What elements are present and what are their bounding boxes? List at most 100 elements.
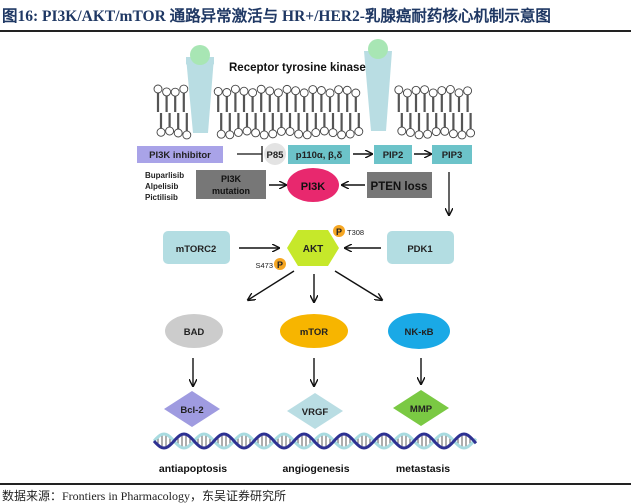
lipid-head xyxy=(308,85,318,94)
pip3-box xyxy=(432,145,472,164)
p110-label: p110α, β,δ xyxy=(296,150,343,161)
pdk1-box xyxy=(387,231,454,264)
p85-label: P85 xyxy=(267,150,285,161)
lipid-head xyxy=(311,128,321,138)
lipid-head xyxy=(351,88,361,98)
lipid-head xyxy=(457,130,467,140)
nfkb-ellipse xyxy=(388,313,450,349)
lipid-head xyxy=(405,128,415,137)
lipid-head xyxy=(162,87,172,97)
lipid-head xyxy=(268,129,278,139)
lipid-head xyxy=(414,130,424,140)
drug-alpelisib: Alpelisib xyxy=(145,182,178,191)
lipid-head xyxy=(239,86,249,96)
cell-membrane xyxy=(153,84,476,140)
figure-title: 图16: PI3K/AKT/mTOR 通路异常激活与 HR+/HER2-乳腺癌耐… xyxy=(2,8,551,25)
lipid-head xyxy=(291,86,301,96)
dna-strand-dark xyxy=(152,432,478,450)
dna-helix xyxy=(152,432,478,450)
outcome-antiapoptosis: antiapoptosis xyxy=(159,463,227,475)
lipid-head xyxy=(273,88,283,98)
lipid-head xyxy=(276,126,286,136)
lipid-head xyxy=(222,88,232,97)
lipid-head xyxy=(156,127,166,137)
lipid-head xyxy=(233,127,243,137)
lipid-head xyxy=(256,84,266,94)
pip2-box xyxy=(374,145,412,164)
lipid-head xyxy=(397,126,407,136)
mmp-diamond xyxy=(393,390,449,426)
nfkb-label: NK-κB xyxy=(404,327,433,338)
bottom-divider xyxy=(0,483,631,485)
receptor-right xyxy=(364,39,392,131)
bad-ellipse xyxy=(165,314,223,348)
lipid-head xyxy=(463,86,473,96)
lipid-head xyxy=(294,129,304,139)
phospho-s473-circle xyxy=(274,258,286,270)
mtor-label: mTOR xyxy=(300,327,328,338)
lipid-head xyxy=(423,129,433,139)
bcl2-label: Bcl-2 xyxy=(180,405,203,416)
lipid-head xyxy=(328,128,338,138)
receptor-label: Receptor tyrosine kinase xyxy=(229,62,366,74)
lipid-head xyxy=(225,130,235,140)
lipid-head xyxy=(153,84,163,94)
lipid-head xyxy=(182,130,192,140)
phospho-t308-p: P xyxy=(336,227,342,237)
drug-buparlisib: Buparlisib xyxy=(145,171,184,180)
lipid-head xyxy=(242,126,252,136)
pip3-label: PIP3 xyxy=(442,150,463,161)
lipid-head xyxy=(466,128,476,138)
t308-label: T308 xyxy=(347,228,364,237)
lipid-head xyxy=(173,128,183,138)
lipid-head xyxy=(302,130,312,140)
mmp-label: MMP xyxy=(410,404,433,415)
bcl2-diamond xyxy=(164,391,220,427)
phospho-s473-p: P xyxy=(277,260,283,270)
lipid-head xyxy=(334,85,344,95)
outcome-metastasis: metastasis xyxy=(396,463,450,475)
p85-circle xyxy=(264,143,286,165)
lipid-head xyxy=(265,86,275,96)
vrgf-diamond xyxy=(287,393,343,429)
lipid-head xyxy=(213,87,223,96)
source-footer: 数据来源：Frontiers in Pharmacology，东吴证券研究所 xyxy=(2,489,286,503)
pip2-label: PIP2 xyxy=(383,150,404,161)
mtorc2-box xyxy=(163,231,230,264)
lipid-head xyxy=(420,85,430,95)
lipid-head xyxy=(342,85,352,95)
lipid-head xyxy=(216,129,226,139)
bad-label: BAD xyxy=(184,327,205,338)
lipid-head xyxy=(179,84,189,94)
lipid-head xyxy=(337,130,347,140)
lipid-head xyxy=(440,126,450,136)
pi3k-mutation-box xyxy=(196,170,266,199)
lipid-head xyxy=(259,130,269,140)
lipid-head xyxy=(230,84,240,94)
p110-box xyxy=(288,145,350,164)
mtorc2-label: mTORC2 xyxy=(176,244,216,255)
vrgf-label: VRGF xyxy=(302,407,329,418)
lipid-head xyxy=(437,86,447,96)
pdk1-label: PDK1 xyxy=(407,244,433,255)
phospho-t308-circle xyxy=(333,225,345,237)
lipid-head xyxy=(402,88,412,98)
pten-loss-box xyxy=(367,172,432,198)
lipid-head xyxy=(428,88,438,98)
lipid-head xyxy=(319,126,329,136)
lipid-head xyxy=(251,128,261,138)
outcome-angiogenesis: angiogenesis xyxy=(282,463,349,475)
lipid-head xyxy=(394,85,404,95)
ligand-circle xyxy=(190,45,210,65)
pi3k-mutation-label-2: mutation xyxy=(212,186,250,196)
lipid-head xyxy=(354,127,364,136)
lipid-head xyxy=(431,127,441,137)
lipid-head xyxy=(165,126,175,136)
lipid-head xyxy=(170,87,180,97)
mtor-ellipse xyxy=(280,314,348,348)
top-divider xyxy=(0,30,631,32)
lipid-head xyxy=(454,88,464,98)
pi3k-ellipse xyxy=(287,168,339,202)
lipid-head xyxy=(445,85,455,94)
